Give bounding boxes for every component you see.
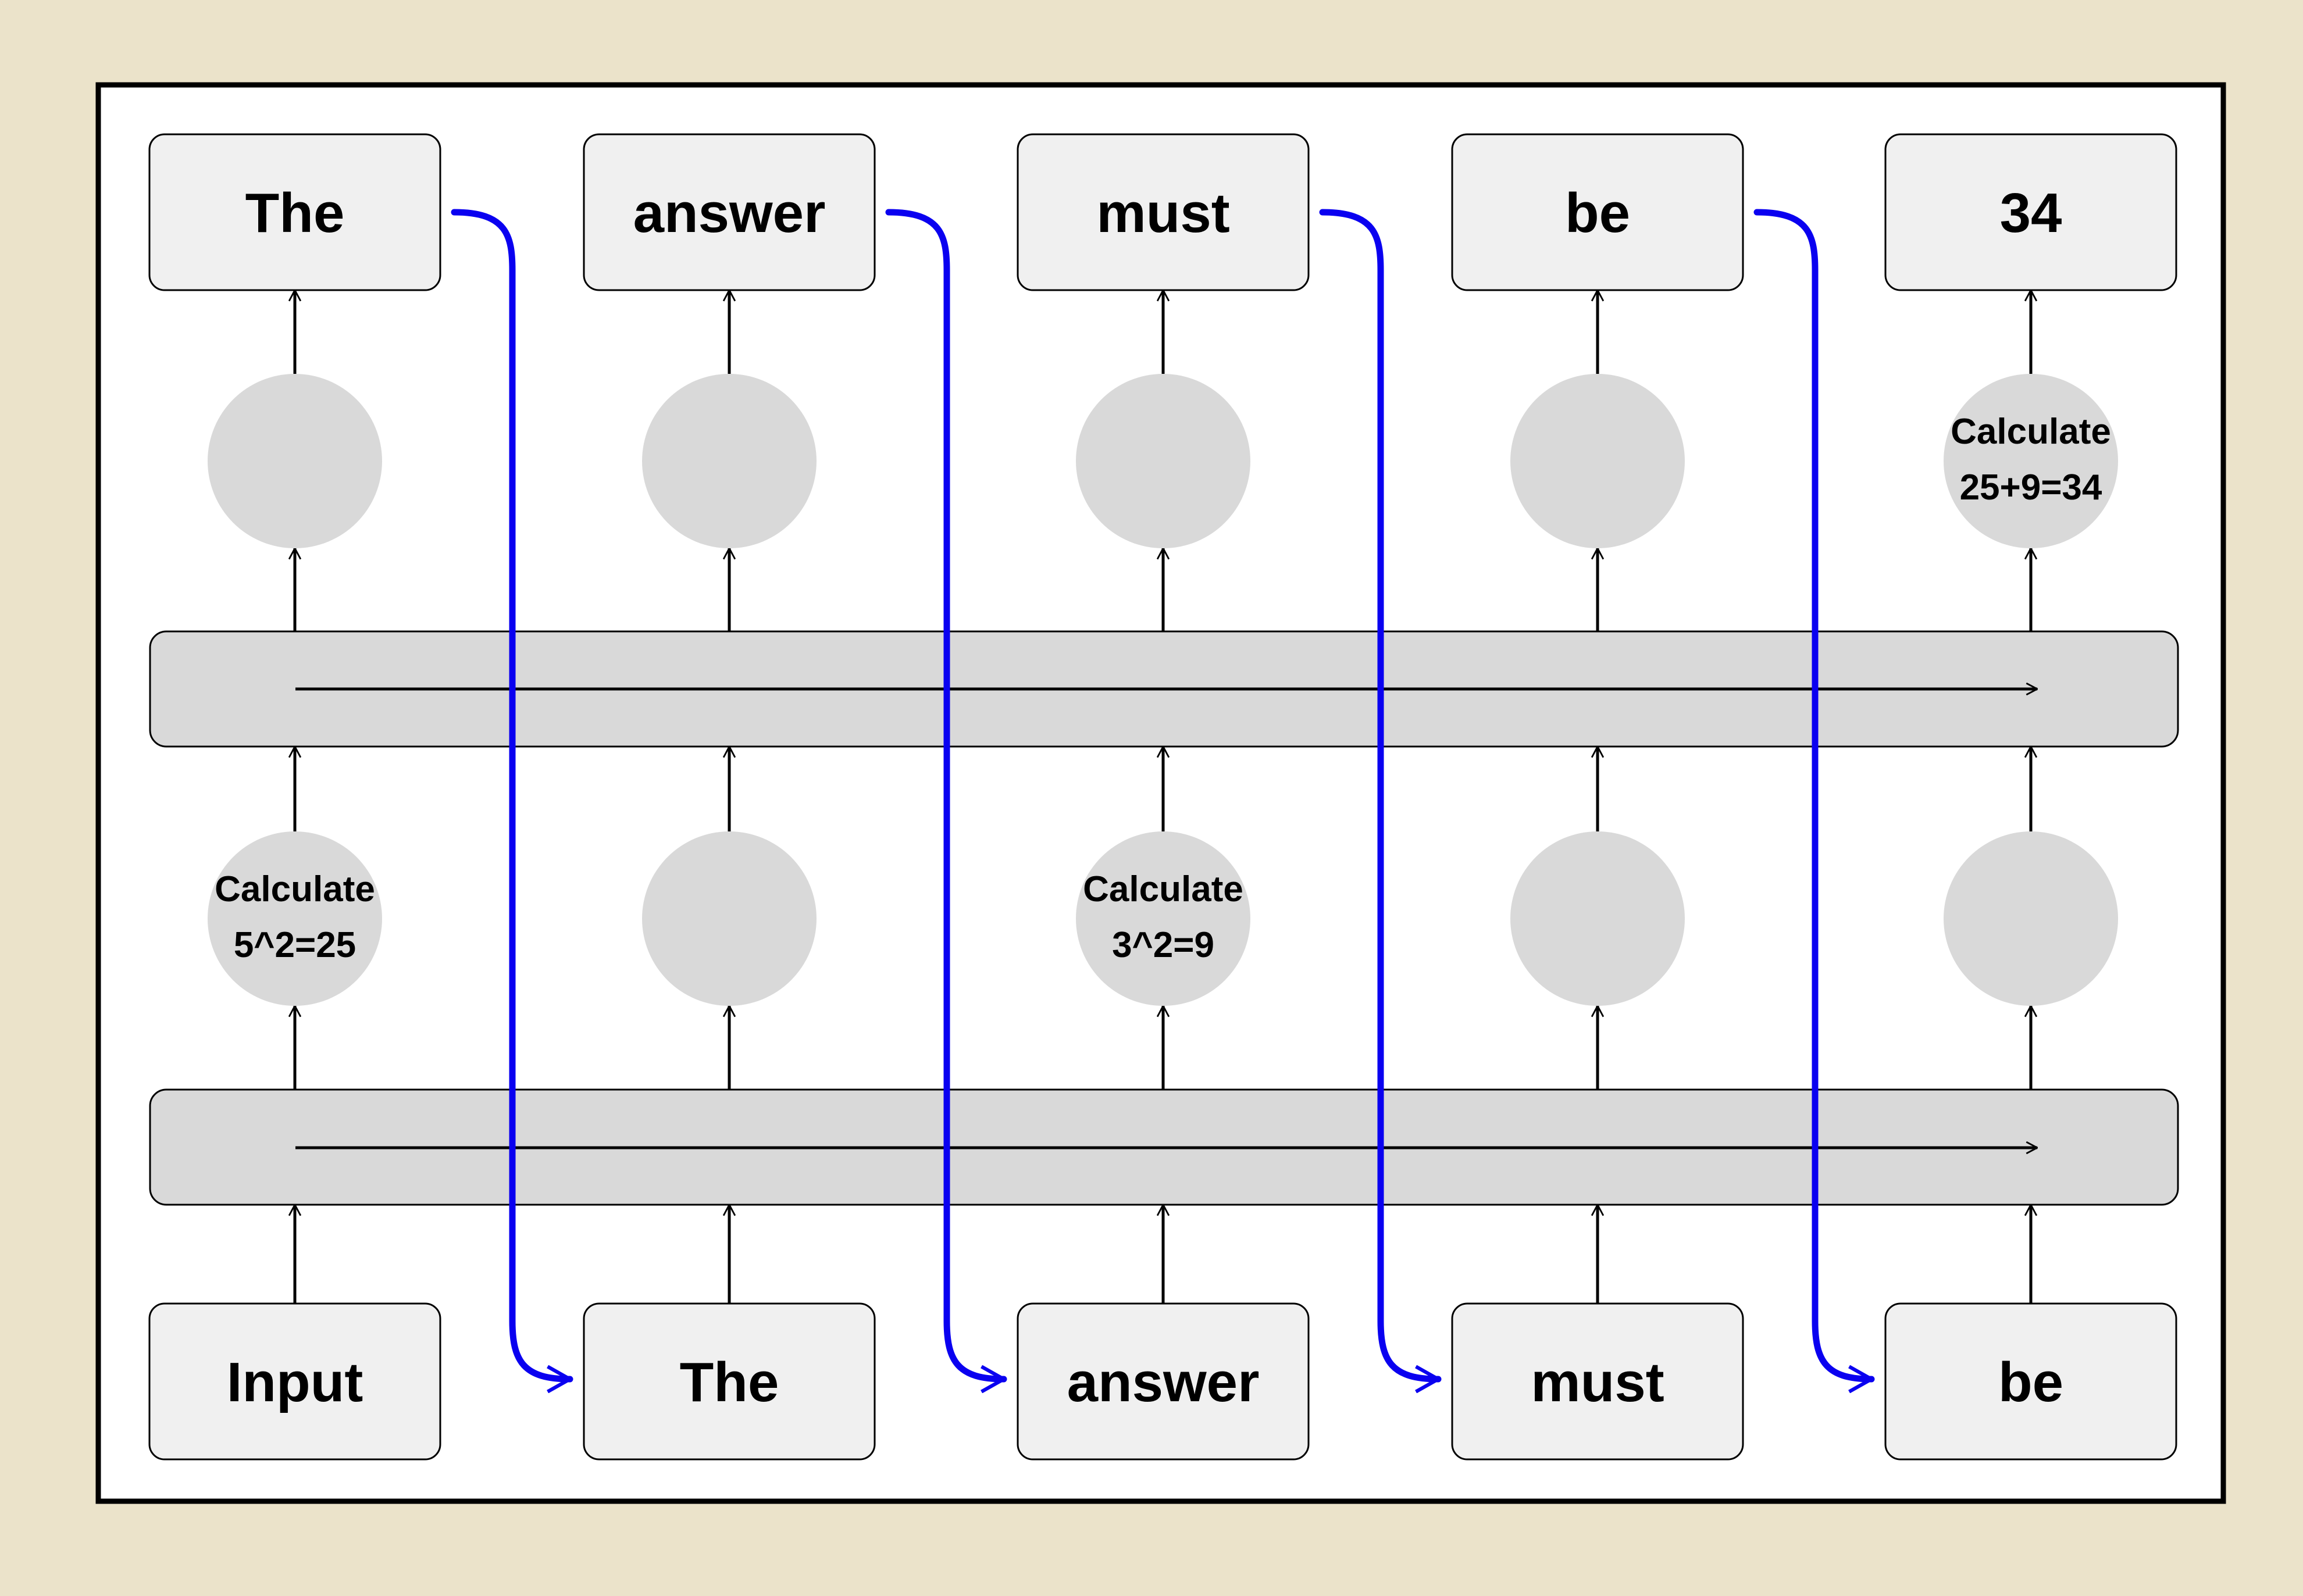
input-token-box: be <box>1884 1302 2177 1461</box>
lower-processing-node: Calculate 5^2=25 <box>208 831 382 1006</box>
output-token-label: be <box>1565 182 1630 244</box>
upper-nodes: Calculate 25+9=34 <box>208 374 2118 548</box>
input-token-row: Input The answer must be <box>148 1302 2177 1461</box>
upper-processing-node <box>642 374 817 548</box>
output-token-label: answer <box>633 182 826 244</box>
input-token-label: The <box>680 1351 779 1413</box>
node-label-line1: Calculate <box>215 869 375 909</box>
output-token-box: 34 <box>1884 133 2177 291</box>
input-token-box: The <box>583 1302 876 1461</box>
node-label-line1: Calculate <box>1083 869 1243 909</box>
lower-processing-node <box>1944 831 2118 1006</box>
node-label-line2: 5^2=25 <box>234 925 356 965</box>
lower-nodes: Calculate 5^2=25 Calculate 3^2=9 <box>208 831 2118 1006</box>
output-token-box: answer <box>583 133 876 291</box>
input-token-label: answer <box>1067 1351 1260 1413</box>
diagram-panel <box>95 82 2226 1504</box>
upper-processing-node <box>1076 374 1250 548</box>
output-token-row: The answer must be 34 <box>148 133 2177 291</box>
node-label-line2: 3^2=9 <box>1112 925 1214 965</box>
curved-arrow-icon <box>1319 209 1442 1379</box>
node-label-line2: 25+9=34 <box>1960 467 2102 508</box>
input-token-box: must <box>1451 1302 1744 1461</box>
output-token-label: The <box>245 182 345 244</box>
input-token-label: Input <box>227 1351 363 1413</box>
upper-layer-band <box>149 630 2179 748</box>
lower-processing-node <box>1510 831 1685 1006</box>
input-token-label: be <box>1998 1351 2063 1413</box>
curved-arrow-icon <box>451 209 573 1379</box>
feedback-arrows <box>451 209 1875 1379</box>
lower-layer-band <box>149 1088 2179 1206</box>
node-label-line1: Calculate <box>1951 412 2111 452</box>
curved-arrow-icon <box>885 209 1007 1379</box>
lower-processing-node: Calculate 3^2=9 <box>1076 831 1250 1006</box>
curved-arrow-icon <box>1753 209 1875 1379</box>
input-token-box: answer <box>1017 1302 1310 1461</box>
output-token-box: The <box>148 133 441 291</box>
output-token-label: 34 <box>2000 182 2062 244</box>
input-token-box: Input <box>148 1302 441 1461</box>
output-token-label: must <box>1096 182 1229 244</box>
upper-processing-node <box>208 374 382 548</box>
vertical-arrows <box>295 290 2031 1304</box>
input-token-label: must <box>1531 1351 1664 1413</box>
upper-processing-node <box>1510 374 1685 548</box>
output-token-box: be <box>1451 133 1744 291</box>
output-token-box: must <box>1017 133 1310 291</box>
upper-processing-node: Calculate 25+9=34 <box>1944 374 2118 548</box>
lower-processing-node <box>642 831 817 1006</box>
